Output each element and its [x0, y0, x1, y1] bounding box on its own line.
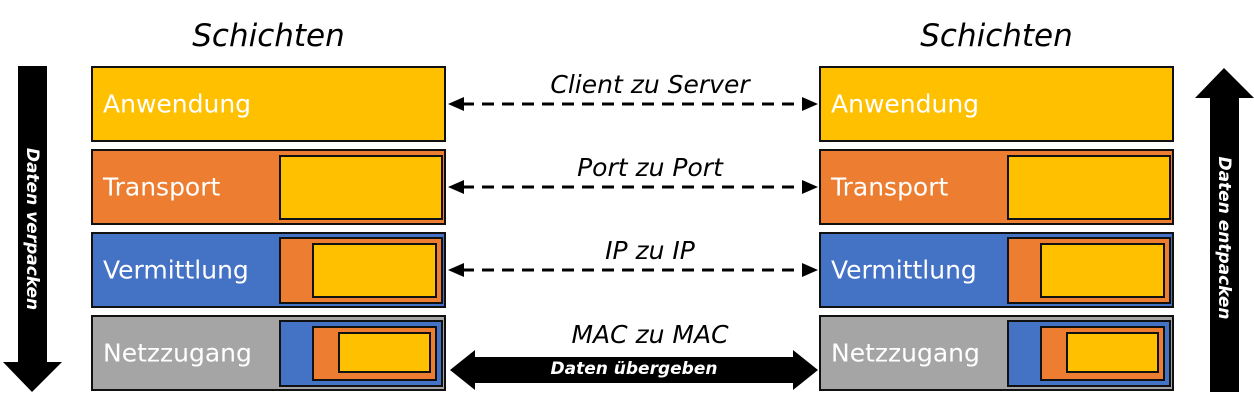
dashed-arrow-transport — [448, 180, 818, 194]
connection-label-link: MAC zu MAC — [571, 320, 729, 349]
layer-label: Transport — [831, 172, 949, 202]
payload-transport — [1007, 237, 1171, 304]
layer-label: Anwendung — [831, 89, 980, 119]
up-arrow — [1195, 68, 1254, 392]
layer-label: Vermittlung — [103, 255, 249, 285]
payload-application — [312, 243, 437, 298]
left-layer-network: Vermittlung — [91, 232, 446, 308]
payload-application — [338, 332, 431, 373]
payload-transport — [279, 237, 443, 304]
left-arrow-label: Daten verpacken — [22, 147, 42, 311]
connection-label-transport: Port zu Port — [577, 153, 723, 182]
right-layer-application: Anwendung — [819, 66, 1174, 142]
payload-transport — [1040, 326, 1165, 381]
connection-label-application: Client zu Server — [550, 70, 750, 99]
payload-application — [1040, 243, 1165, 298]
layer-label: Netzzugang — [103, 338, 252, 368]
connection-label-network: IP zu IP — [605, 236, 695, 265]
layer-label: Netzzugang — [831, 338, 980, 368]
right-stack-title: Schichten — [920, 18, 1073, 54]
right-arrow-label: Daten entpacken — [1214, 156, 1234, 320]
payload-application — [1007, 155, 1171, 220]
payload-application — [1066, 332, 1159, 373]
payload-application — [279, 155, 443, 220]
layer-label: Transport — [103, 172, 221, 202]
payload-transport — [312, 326, 437, 381]
dashed-arrow-network — [448, 263, 818, 277]
right-layer-transport: Transport — [819, 149, 1174, 225]
left-layer-link: Netzzugang — [91, 315, 446, 391]
physical-transfer-label: Daten übergeben — [550, 359, 718, 379]
payload-network — [1007, 320, 1171, 387]
solid-double-arrow — [450, 350, 818, 390]
right-layer-link: Netzzugang — [819, 315, 1174, 391]
down-arrow — [3, 66, 62, 392]
left-stack-title: Schichten — [192, 18, 345, 54]
dashed-arrow-application — [448, 97, 818, 111]
layer-label: Vermittlung — [831, 255, 977, 285]
right-layer-network: Vermittlung — [819, 232, 1174, 308]
payload-network — [279, 320, 443, 387]
left-layer-transport: Transport — [91, 149, 446, 225]
layer-label: Anwendung — [103, 89, 252, 119]
left-layer-application: Anwendung — [91, 66, 446, 142]
